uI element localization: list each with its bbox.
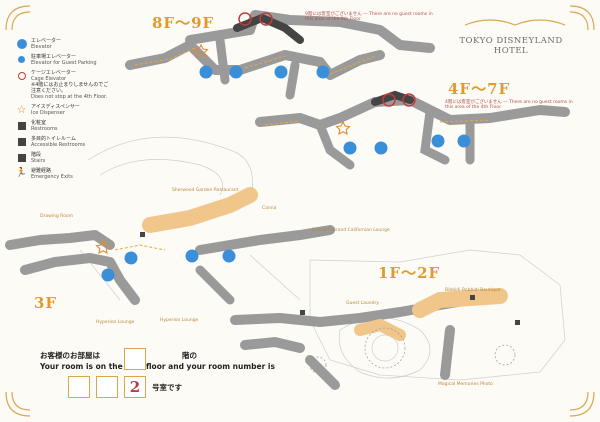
legend-label-jp: 駐車場エレベーター — [31, 54, 77, 60]
label-hyperion-3f: Hyperion Lounge — [96, 320, 135, 325]
legend-note-en: Does not stop at the 4th Floor. — [31, 94, 108, 100]
room-intro-jp: お客様のお部屋は — [40, 351, 100, 360]
cage-elevator-markers — [238, 12, 416, 107]
accessible-restroom-icon — [17, 137, 26, 146]
elevator-icon — [222, 249, 236, 263]
legend-label-jp: エレベーター — [31, 38, 62, 44]
label-photo: Magical Memories Photo — [438, 382, 493, 387]
legend-label-en: Ice Dispenser — [31, 110, 65, 116]
elevator-markers — [101, 65, 471, 282]
floor-label-1-2: 1F〜2F — [378, 264, 441, 282]
elevator-icon — [199, 65, 213, 79]
floor-box[interactable] — [124, 348, 146, 370]
floor-label-8-9: 8F〜9F — [152, 14, 215, 32]
emergency-exit-icon: 🏃 — [15, 168, 28, 178]
elevator-icon — [343, 141, 357, 155]
plaza-details — [309, 327, 516, 374]
hotel-logo: TOKYO DISNEYLAND HOTEL — [459, 36, 563, 56]
elevator-icon — [124, 251, 138, 265]
label-hyperion-b: Hyperion Lounge — [160, 318, 199, 323]
elevator-icon — [229, 65, 243, 79]
legend-label-jp: 多目的トイレルーム — [31, 136, 76, 142]
restroom-icon — [17, 121, 26, 130]
floor-1-2-plan — [230, 288, 508, 390]
elevator-icon — [274, 65, 288, 79]
room-card: お客様のお部屋は Your room is on the 階の floor an… — [34, 348, 414, 414]
room-digit-box-3[interactable]: 2 — [124, 376, 146, 398]
restroom-icon — [140, 232, 145, 237]
legend-label-jp: ケージエレベーター — [31, 70, 76, 76]
floor-label-3: 3F — [34, 294, 58, 312]
floor-label-4-7: 4F〜7F — [448, 80, 511, 98]
floor-3-plan — [5, 187, 335, 305]
elevator-icon — [316, 65, 330, 79]
cage-elevator-icon — [238, 12, 252, 26]
legend-label-en: Restrooms — [31, 126, 58, 132]
elevator-icon — [457, 134, 471, 148]
legend-label-jp: 化粧室 — [31, 120, 47, 126]
label-canna: Canna — [262, 206, 277, 211]
ice-dispenser-icon — [95, 239, 111, 255]
facility-markers — [140, 232, 520, 325]
restroom-icon — [470, 295, 475, 300]
legend-label-en: Elevator for Guest Parking — [31, 60, 97, 66]
legend-label-en: Stairs — [31, 158, 46, 164]
label-californian: Disney's Grand Californian Lounge — [312, 228, 390, 233]
cage-elevator-icon — [17, 71, 26, 80]
note-4f: 4階には客室がございません — There are no guest rooms… — [445, 100, 573, 110]
legend-label-jp: 階段 — [31, 152, 42, 158]
ice-dispenser-markers — [95, 43, 351, 255]
ice-dispenser-icon: ☆ — [16, 103, 27, 116]
room-suffix-jp: 号室です — [152, 383, 182, 392]
room-intro-en: Your room is on the — [40, 362, 123, 371]
legend-label-jp: 避難経路 — [31, 168, 52, 174]
label-sherwood: Sherwood Garden Restaurant — [172, 188, 239, 193]
legend-label-en: Emergency Exits — [31, 174, 73, 180]
label-bibbidi: Bibbidi Bobbidi Boutique — [445, 288, 501, 293]
legend-label-jp: アイスディスペンサー — [31, 104, 80, 110]
stairs-icon — [17, 153, 26, 162]
label-laundry: Guest Laundry — [346, 301, 379, 306]
hotel-outline — [79, 136, 566, 381]
stairs-icon — [515, 320, 520, 325]
room-digit-box-1[interactable] — [68, 376, 90, 398]
label-drawing-room: Drawing Room — [40, 214, 73, 219]
restroom-icon — [300, 310, 305, 315]
legend-label-en: Elevator — [31, 44, 52, 50]
legend-label-en: Accessible Restrooms — [31, 142, 86, 148]
ice-dispenser-icon — [335, 120, 351, 136]
room-floor-en: floor and your room number is — [146, 362, 275, 371]
note-9f: 9階には客室がございません — There are no guest rooms… — [305, 12, 433, 22]
elevator-icon — [16, 38, 27, 49]
elevator-icon — [185, 249, 199, 263]
elevator-icon — [101, 268, 115, 282]
cage-elevator-icon — [402, 93, 416, 107]
corner-ornaments — [5, 5, 595, 417]
legend-note-jp: ※4階にはお止まりしませんのでご注意ください。 — [31, 82, 109, 94]
floor-4-7-plan — [255, 90, 570, 170]
room-digit-box-2[interactable] — [96, 376, 118, 398]
cage-elevator-icon — [382, 93, 396, 107]
legend-label-en: Cage Elevator — [31, 76, 67, 82]
elevator-icon — [431, 134, 445, 148]
room-floor-jp: 階の — [182, 351, 197, 360]
parking-elevator-icon — [18, 56, 25, 63]
elevator-icon — [374, 141, 388, 155]
ice-dispenser-icon — [193, 43, 209, 59]
cage-elevator-icon — [259, 12, 273, 26]
